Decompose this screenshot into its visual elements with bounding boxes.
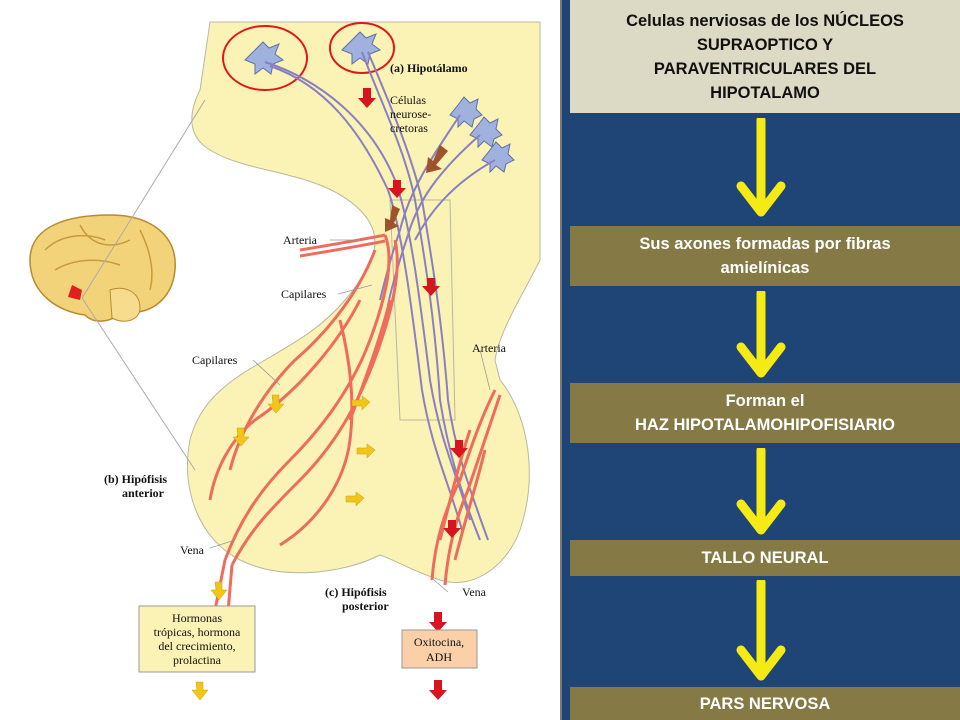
- label-leaders: [209, 239, 491, 593]
- brain-thumbnail: [29, 99, 206, 471]
- hormones-box: [138, 605, 256, 673]
- label-arteria-top: Arteria: [283, 233, 318, 247]
- highlight-circle-left: [222, 25, 308, 91]
- label-hipofisis-anterior-1: (b) Hipófisis: [104, 472, 167, 486]
- flow-step-axons: Sus axones formadas por fibras amielínic…: [570, 226, 960, 286]
- secretion-arrows: [358, 88, 468, 700]
- flow-step-nuclei-line-4: HIPOTALAMO: [710, 83, 820, 102]
- down-arrow-icon: [736, 448, 786, 535]
- label-hormonas-1: Hormonas: [172, 611, 222, 625]
- flow-step-axons-line-2: amielínicas: [720, 259, 810, 277]
- hypothalamus-pituitary-illustration: (a) Hipotálamo Células neurose- cretoras…: [0, 0, 562, 720]
- label-hipofisis-posterior-2: posterior: [342, 599, 389, 613]
- down-arrow-icon: [736, 291, 786, 378]
- label-arteria-right: Arteria: [472, 341, 507, 355]
- label-capilares-left: Capilares: [192, 353, 238, 367]
- label-hipotalamo: (a) Hipotálamo: [390, 61, 468, 75]
- flow-step-neural-stalk: TALLO NEURAL: [570, 540, 960, 576]
- label-capilares-top: Capilares: [281, 287, 327, 301]
- flow-step-tract: Forman el HAZ HIPOTALAMOHIPOFISIARIO: [570, 383, 960, 443]
- flow-step-axons-line-1: Sus axones formadas por fibras: [639, 235, 891, 253]
- flow-step-pars-nervosa-line-1: PARS NERVOSA: [699, 694, 831, 713]
- down-arrow-icon: [736, 118, 786, 217]
- down-arrow-icon: [736, 580, 786, 681]
- pituitary-stalk: [389, 199, 456, 421]
- label-hormonas-2: trópicas, hormona: [154, 625, 241, 639]
- flow-step-nuclei: Celulas nerviosas de los NÚCLEOS SUPRAOP…: [570, 0, 960, 113]
- posterior-capillaries: [430, 389, 502, 586]
- label-oxitocina-1: Oxitocina,: [414, 635, 464, 649]
- label-vena-right: Vena: [462, 585, 487, 599]
- label-hipofisis-posterior-1: (c) Hipófisis: [325, 585, 387, 599]
- flow-step-tract-line-1: Forman el: [725, 392, 805, 410]
- neurosecretory-cells: [244, 31, 515, 174]
- label-celulas-3: cretoras: [390, 121, 428, 135]
- oxytocin-box: [401, 629, 478, 669]
- flow-step-tract-line-2: HAZ HIPOTALAMOHIPOFISIARIO: [634, 416, 896, 434]
- flow-step-nuclei-line-3: PARAVENTRICULARES DEL: [653, 59, 877, 78]
- highlight-circle-right: [329, 22, 395, 74]
- label-celulas-1: Células: [390, 93, 426, 107]
- label-hormonas-3: del crecimiento,: [158, 639, 235, 653]
- hormone-arrows: [191, 394, 376, 701]
- label-vena-left: Vena: [180, 543, 205, 557]
- flow-step-nuclei-line-2: SUPRAOPTICO Y: [696, 35, 834, 54]
- axon-bundle: [264, 51, 496, 541]
- label-celulas-2: neurose-: [390, 107, 431, 121]
- flow-step-neural-stalk-line-1: TALLO NEURAL: [701, 549, 829, 567]
- illustration-svg: (a) Hipotálamo Células neurose- cretoras…: [29, 21, 541, 701]
- label-hormonas-4: prolactina: [173, 653, 222, 667]
- flow-step-nuclei-line-1: Celulas nerviosas de los NÚCLEOS: [626, 11, 904, 30]
- flow-step-pars-nervosa: PARS NERVOSA: [570, 687, 960, 720]
- flowchart-panel: Celulas nerviosas de los NÚCLEOS SUPRAOP…: [566, 0, 960, 720]
- label-oxitocina-2: ADH: [426, 650, 452, 664]
- label-hipofisis-anterior-2: anterior: [122, 486, 165, 500]
- releasing-factor-arrows: [385, 145, 448, 232]
